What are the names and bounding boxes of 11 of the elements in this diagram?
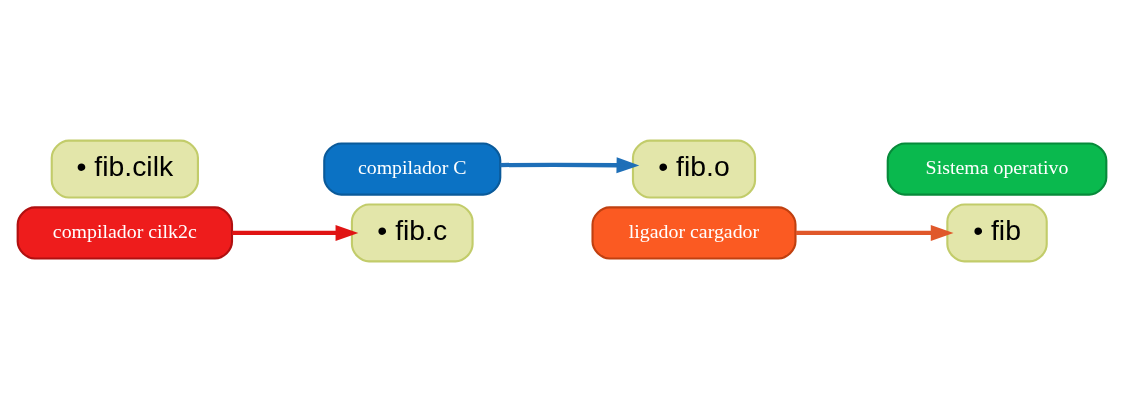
arrow [500,157,640,174]
arrow [795,224,954,241]
arrow [232,224,359,241]
node-box: ligador cargador [591,206,797,260]
node-box: • fib.cilk [50,139,199,199]
node-box: compilador cilk2c [16,206,234,260]
node-box: compilador C [323,142,502,196]
node-box: • fib [946,203,1048,263]
node-box: Sistema operativo [886,142,1108,196]
node-box: • fib.c [350,203,474,263]
node-box: • fib.o [631,139,757,199]
